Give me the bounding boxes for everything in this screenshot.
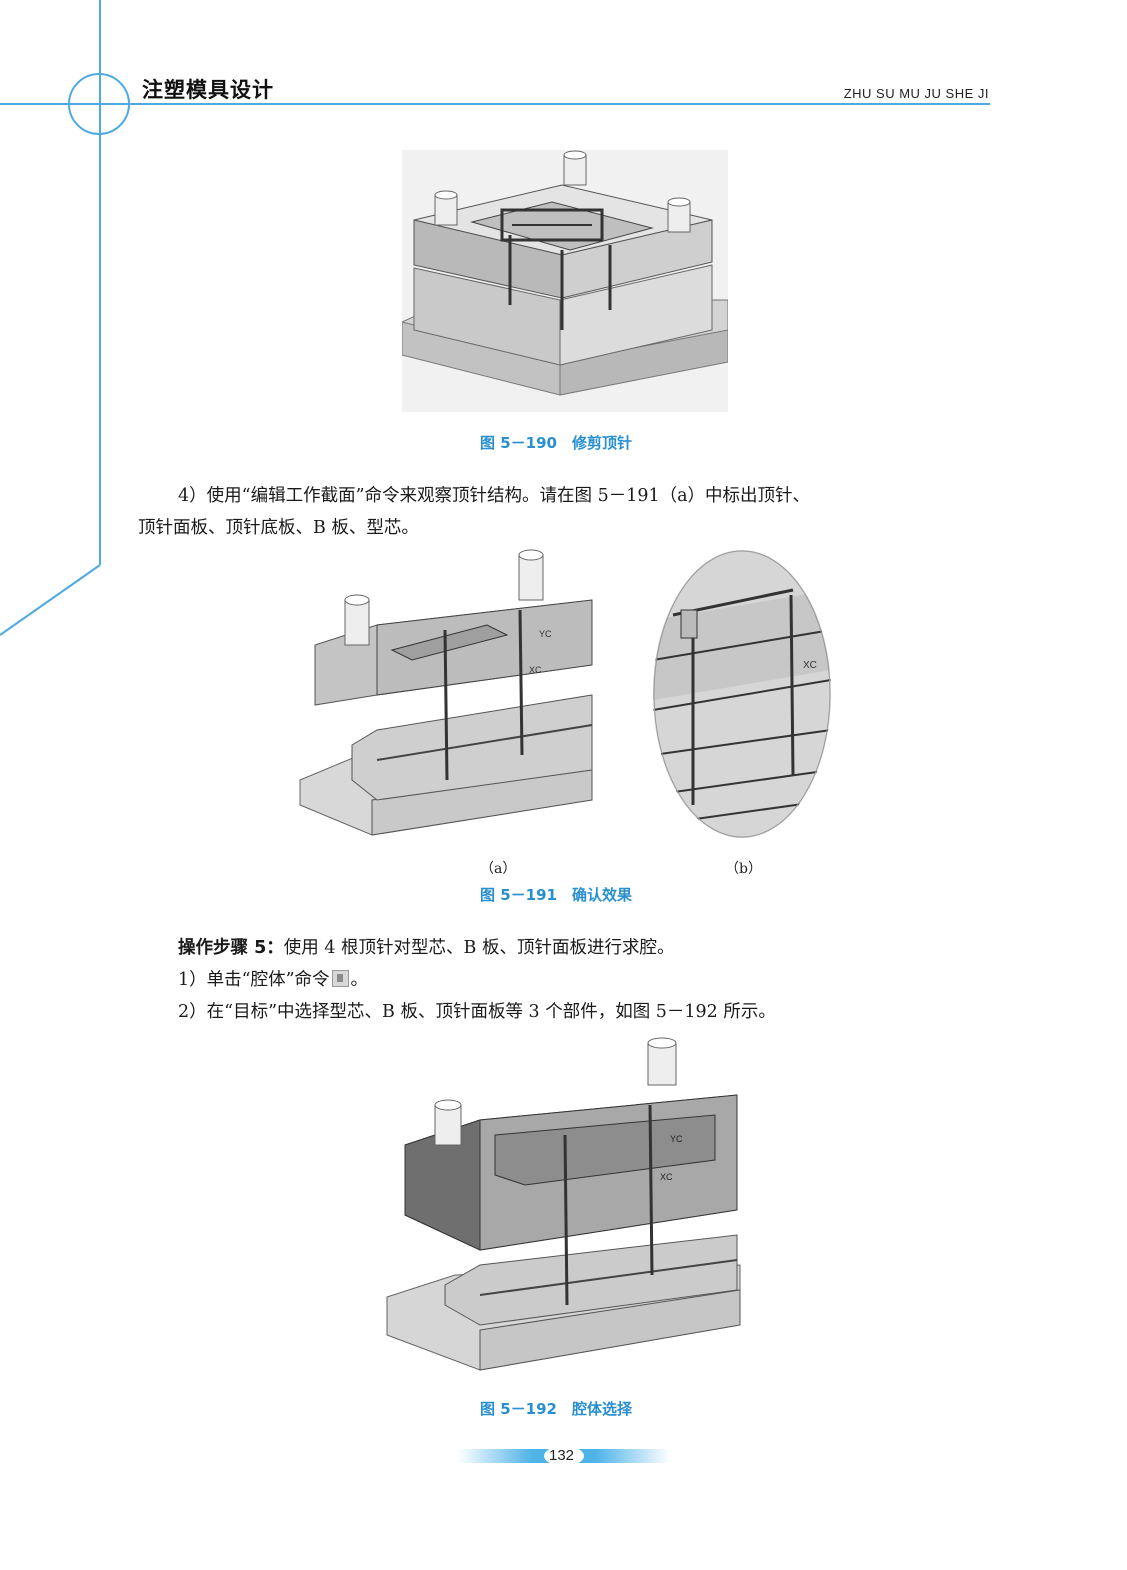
- book-title: 注塑模具设计: [142, 78, 274, 102]
- figure-192-axis-xc: XC: [660, 1172, 673, 1182]
- figure-191b-zoom-view: XC: [653, 550, 831, 838]
- figure-191a-axis-xc: XC: [529, 665, 542, 675]
- figure-191a-axis-yc: YC: [539, 629, 552, 639]
- step-4-line-2: 顶针面板、顶针底板、B 板、型芯。: [138, 518, 419, 538]
- book-title-pinyin: ZHU SU MU JU SHE JI: [843, 86, 989, 101]
- page-number-band: [458, 1446, 670, 1466]
- figure-191b-axis-xc: XC: [803, 660, 817, 671]
- step-1-line: 1）单击“腔体”命令。: [178, 964, 368, 996]
- page-frame-decoration: [0, 0, 990, 636]
- figure-191-sub-b-label: （b）: [725, 861, 762, 877]
- figure-192-caption: 图 5－192 腔体选择: [480, 1400, 632, 1418]
- step-1-period: 。: [350, 970, 369, 990]
- figure-190-mold-image: [402, 150, 728, 412]
- page-number: 132: [549, 1447, 575, 1464]
- operation-step-5-text: 使用 4 根顶针对型芯、B 板、顶针面板进行求腔。: [283, 938, 675, 958]
- figure-190-caption: 图 5－190 修剪顶针: [480, 434, 632, 452]
- figure-191-caption: 图 5－191 确认效果: [480, 886, 632, 904]
- figure-192-axis-yc: YC: [670, 1134, 683, 1144]
- operation-step-5-label: 操作步骤 5：: [178, 938, 284, 958]
- figure-191a-section-view: YC XC: [299, 549, 593, 836]
- figure-191-sub-a-label: （a）: [480, 861, 517, 877]
- step-1-text: 1）单击“腔体”命令: [178, 970, 330, 990]
- step-4-line-1: 4）使用“编辑工作截面”命令来观察顶针结构。请在图 5－191（a）中标出顶针、: [178, 486, 811, 506]
- cavity-command-icon: [331, 970, 349, 987]
- step-2-line: 2）在“目标”中选择型芯、B 板、顶针面板等 3 个部件，如图 5－192 所示…: [178, 1002, 776, 1022]
- operation-step-5: 操作步骤 5：使用 4 根顶针对型芯、B 板、顶针面板进行求腔。: [178, 932, 674, 964]
- figure-192-cavity-selection-image: YC XC: [386, 1037, 741, 1371]
